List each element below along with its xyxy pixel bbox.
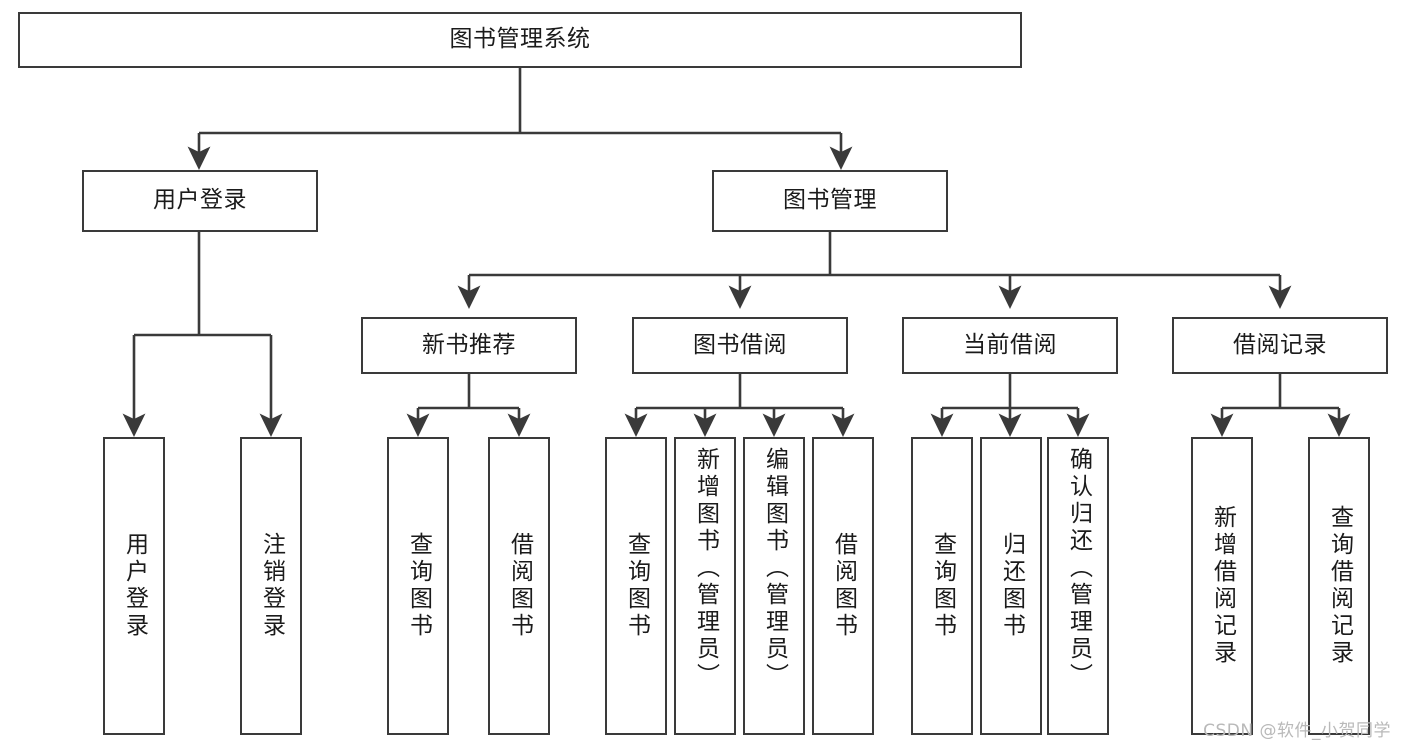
node-root[interactable]: 图书管理系统 xyxy=(18,12,1022,68)
leaf-confirm-return[interactable]: 确认归还（管理员） xyxy=(1047,437,1109,735)
node-borrow-record-label: 借阅记录 xyxy=(1233,331,1327,358)
leaf-edit-book[interactable]: 编辑图书（管理员） xyxy=(743,437,805,735)
node-book-borrow[interactable]: 图书借阅 xyxy=(632,317,848,374)
node-book-borrow-label: 图书借阅 xyxy=(693,331,787,358)
node-new-book-rec-label: 新书推荐 xyxy=(422,331,516,358)
csdn-watermark: CSDN @软件_小贺同学 xyxy=(1203,721,1391,741)
leaf-query-record-label: 查询借阅记录 xyxy=(1326,505,1353,667)
leaf-add-record-label: 新增借阅记录 xyxy=(1209,505,1236,667)
leaf-add-book[interactable]: 新增图书（管理员） xyxy=(674,437,736,735)
leaf-user-login-label: 用户登录 xyxy=(121,532,148,640)
leaf-query-book-3-label: 查询图书 xyxy=(929,532,956,640)
node-current-borrow[interactable]: 当前借阅 xyxy=(902,317,1118,374)
leaf-user-login[interactable]: 用户登录 xyxy=(103,437,165,735)
leaf-query-book-2-label: 查询图书 xyxy=(623,532,650,640)
leaf-edit-book-label: 编辑图书（管理员） xyxy=(761,447,788,690)
leaf-return-book[interactable]: 归还图书 xyxy=(980,437,1042,735)
leaf-confirm-return-label: 确认归还（管理员） xyxy=(1065,447,1092,690)
leaf-borrow-book-1-label: 借阅图书 xyxy=(506,532,533,640)
node-current-borrow-label: 当前借阅 xyxy=(963,331,1057,358)
node-book-manage-label: 图书管理 xyxy=(783,187,877,214)
leaf-query-book-1[interactable]: 查询图书 xyxy=(387,437,449,735)
leaf-query-book-3[interactable]: 查询图书 xyxy=(911,437,973,735)
leaf-add-record[interactable]: 新增借阅记录 xyxy=(1191,437,1253,735)
node-book-manage[interactable]: 图书管理 xyxy=(712,170,948,232)
leaf-query-book-2[interactable]: 查询图书 xyxy=(605,437,667,735)
leaf-query-record[interactable]: 查询借阅记录 xyxy=(1308,437,1370,735)
leaf-add-book-label: 新增图书（管理员） xyxy=(692,447,719,690)
node-borrow-record[interactable]: 借阅记录 xyxy=(1172,317,1388,374)
node-user-login[interactable]: 用户登录 xyxy=(82,170,318,232)
node-root-label: 图书管理系统 xyxy=(449,26,591,53)
leaf-logout-label: 注销登录 xyxy=(258,532,285,640)
leaf-borrow-book-2[interactable]: 借阅图书 xyxy=(812,437,874,735)
leaf-logout[interactable]: 注销登录 xyxy=(240,437,302,735)
leaf-query-book-1-label: 查询图书 xyxy=(405,532,432,640)
node-user-login-label: 用户登录 xyxy=(153,187,247,214)
leaf-return-book-label: 归还图书 xyxy=(998,532,1025,640)
node-new-book-rec[interactable]: 新书推荐 xyxy=(361,317,577,374)
leaf-borrow-book-2-label: 借阅图书 xyxy=(830,532,857,640)
leaf-borrow-book-1[interactable]: 借阅图书 xyxy=(488,437,550,735)
